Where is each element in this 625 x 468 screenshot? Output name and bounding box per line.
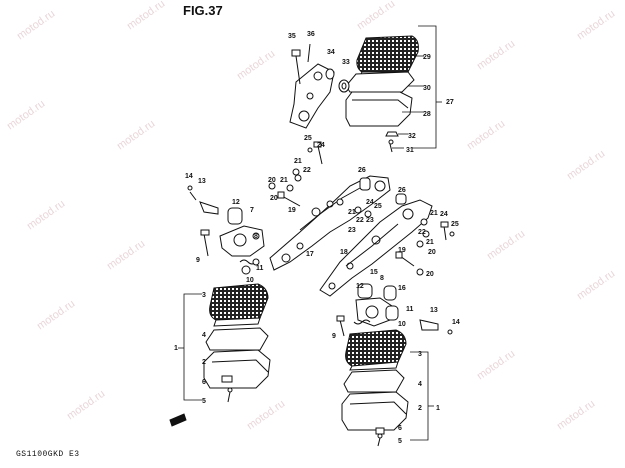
callout-14: 14 xyxy=(452,319,460,326)
right-footrest-bracket xyxy=(319,199,433,297)
callout-21: 21 xyxy=(280,177,288,184)
callout-3: 3 xyxy=(418,351,422,358)
watermark-text: motod.ru xyxy=(5,98,47,133)
figure-title: FIG.37 xyxy=(183,3,223,18)
callout-25: 25 xyxy=(304,135,312,142)
callout-28: 28 xyxy=(423,111,431,118)
watermark-text: motod.ru xyxy=(25,198,67,233)
callout-23: 23 xyxy=(366,217,374,224)
callout-27: 27 xyxy=(446,99,454,106)
callout-20: 20 xyxy=(428,249,436,256)
watermark-text: motod.ru xyxy=(245,398,287,433)
footrest-assembly-left xyxy=(203,283,271,403)
callout-21: 21 xyxy=(294,158,302,165)
watermark-text: motod.ru xyxy=(35,298,77,333)
callout-1: 1 xyxy=(436,405,440,412)
callout-11: 11 xyxy=(256,265,264,272)
callout-20: 20 xyxy=(426,271,434,278)
callout-24: 24 xyxy=(317,142,325,149)
callout-10: 10 xyxy=(398,321,406,328)
callout-11: 11 xyxy=(406,306,414,313)
footrest-assembly-right xyxy=(341,329,409,447)
callout-33: 33 xyxy=(342,59,350,66)
callout-7: 7 xyxy=(250,207,254,214)
watermark-text: motod.ru xyxy=(235,48,277,83)
watermark-text: motod.ru xyxy=(465,118,507,153)
watermark-text: motod.ru xyxy=(355,0,397,32)
callout-6: 6 xyxy=(398,425,402,432)
callout-17: 17 xyxy=(306,251,314,258)
callout-30: 30 xyxy=(423,85,431,92)
callout-12: 12 xyxy=(356,283,364,290)
callout-8: 8 xyxy=(380,275,384,282)
left-pivot-parts xyxy=(187,185,265,275)
callout-34: 34 xyxy=(327,49,335,56)
callout-8: 8 xyxy=(254,233,258,240)
callout-32: 32 xyxy=(408,133,416,140)
callout-19: 19 xyxy=(398,247,406,254)
callout-24: 24 xyxy=(366,199,374,206)
watermark-text: motod.ru xyxy=(555,398,597,433)
callout-19: 19 xyxy=(288,207,296,214)
callout-21: 21 xyxy=(430,210,438,217)
callout-29: 29 xyxy=(423,54,431,61)
callout-6: 6 xyxy=(202,379,206,386)
watermark-text: motod.ru xyxy=(115,118,157,153)
callout-4: 4 xyxy=(418,381,422,388)
callout-5: 5 xyxy=(202,398,206,405)
callout-1: 1 xyxy=(174,345,178,352)
callout-24: 24 xyxy=(440,211,448,218)
callout-5: 5 xyxy=(398,438,402,445)
callouts: 29 30 28 27 32 31 35 36 34 33 25 24 21 2… xyxy=(174,31,460,445)
callout-14: 14 xyxy=(185,173,193,180)
callout-13: 13 xyxy=(198,178,206,185)
callout-12: 12 xyxy=(232,199,240,206)
watermark-layer: motod.ru motod.ru motod.ru motod.ru moto… xyxy=(5,0,617,432)
callout-20: 20 xyxy=(268,177,276,184)
callout-26: 26 xyxy=(398,187,406,194)
callout-9: 9 xyxy=(196,257,200,264)
watermark-text: motod.ru xyxy=(475,38,517,73)
watermark-text: motod.ru xyxy=(475,348,517,383)
callout-18: 18 xyxy=(340,249,348,256)
callout-16: 16 xyxy=(398,285,406,292)
watermark-text: motod.ru xyxy=(575,8,617,43)
callout-4: 4 xyxy=(202,332,206,339)
right-pivot-parts xyxy=(336,283,453,337)
center-hardware xyxy=(268,141,455,276)
callout-10: 10 xyxy=(246,277,254,284)
callout-22: 22 xyxy=(356,217,364,224)
callout-25: 25 xyxy=(374,203,382,210)
left-footrest-bracket xyxy=(269,175,391,271)
callout-13: 13 xyxy=(430,307,438,314)
figure-code: GS1100GKD E3 xyxy=(16,450,80,459)
watermark-text: motod.ru xyxy=(125,0,167,32)
callout-2: 2 xyxy=(202,359,206,366)
callout-9: 9 xyxy=(332,333,336,340)
callout-31: 31 xyxy=(406,147,414,154)
callout-21: 21 xyxy=(426,239,434,246)
leader-lines xyxy=(178,25,442,441)
callout-20: 20 xyxy=(270,195,278,202)
callout-26: 26 xyxy=(358,167,366,174)
callout-2: 2 xyxy=(418,405,422,412)
callout-25: 25 xyxy=(451,221,459,228)
callout-22: 22 xyxy=(303,167,311,174)
watermark-text: motod.ru xyxy=(565,148,607,183)
section-arrow-icon xyxy=(169,413,187,427)
watermark-text: motod.ru xyxy=(105,238,147,273)
watermark-text: motod.ru xyxy=(65,388,107,423)
watermark-text: motod.ru xyxy=(575,268,617,303)
watermark-text: motod.ru xyxy=(15,8,57,43)
callout-23: 23 xyxy=(348,227,356,234)
callout-35: 35 xyxy=(288,33,296,40)
callout-3: 3 xyxy=(202,292,206,299)
callout-21: 21 xyxy=(348,209,356,216)
watermark-text: motod.ru xyxy=(485,228,527,263)
rear-footrest-assembly-top xyxy=(289,35,419,153)
callout-36: 36 xyxy=(307,31,315,38)
callout-22: 22 xyxy=(418,229,426,236)
callout-15: 15 xyxy=(370,269,378,276)
